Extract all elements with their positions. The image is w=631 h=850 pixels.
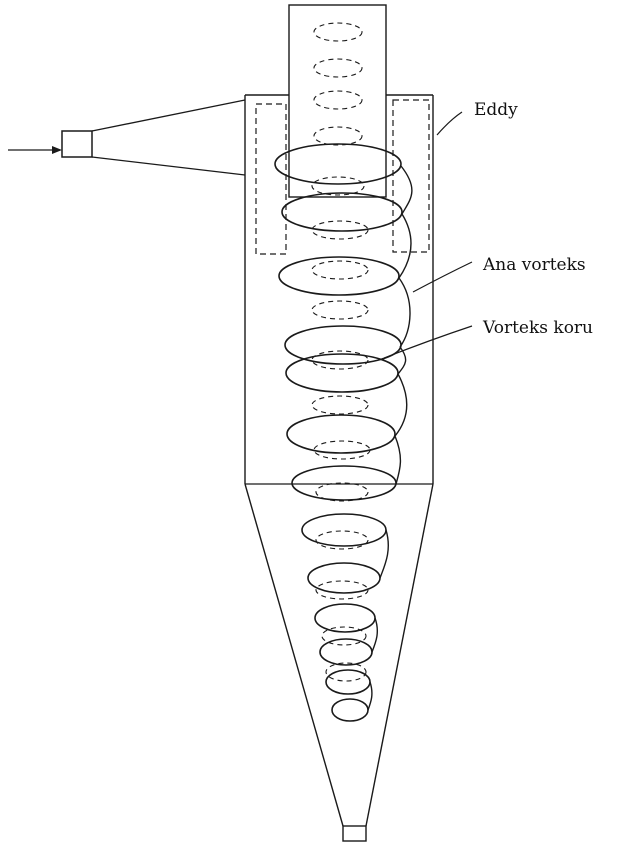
main-vortex-turn: [326, 670, 370, 694]
main-vortex-turn: [302, 514, 386, 546]
main-vortex-turn: [285, 326, 401, 364]
main-vortex-turn: [332, 699, 368, 721]
main-vortex-turn: [275, 144, 401, 184]
vortex-core-turn: [314, 127, 362, 145]
main-vortex-turn: [308, 563, 380, 593]
main-vortex-turn: [282, 193, 402, 231]
label-main-vortex: Ana vorteks: [482, 255, 586, 275]
inlet-duct: [62, 100, 245, 175]
vortex-core-turn: [312, 396, 368, 414]
label-vortex-core: Vorteks koru: [482, 318, 593, 338]
vortex-core-turn: [312, 301, 368, 319]
label-eddy: Eddy: [474, 100, 518, 120]
vortex-finder-tube: [289, 5, 386, 197]
main-vortex-turn: [320, 639, 372, 665]
main-vortex-turn: [315, 604, 375, 632]
main-vortex-turn: [287, 415, 395, 453]
vortex-core-turn: [314, 59, 362, 77]
vortex-core-turn: [312, 261, 368, 279]
inlet-arrow: [8, 146, 62, 154]
leader-lines: [384, 112, 472, 358]
main-vortex-spiral: [275, 144, 412, 721]
vortex-core-turn: [314, 441, 370, 459]
cyclone-cone: [245, 484, 433, 841]
main-vortex-turn: [286, 354, 398, 392]
vortex-core-turn: [316, 483, 368, 501]
main-vortex-turn: [279, 257, 399, 295]
vortex-core-turn: [314, 23, 362, 41]
vortex-core-spiral: [312, 23, 370, 681]
vortex-core-turn: [314, 91, 362, 109]
main-vortex-turn: [292, 466, 396, 500]
